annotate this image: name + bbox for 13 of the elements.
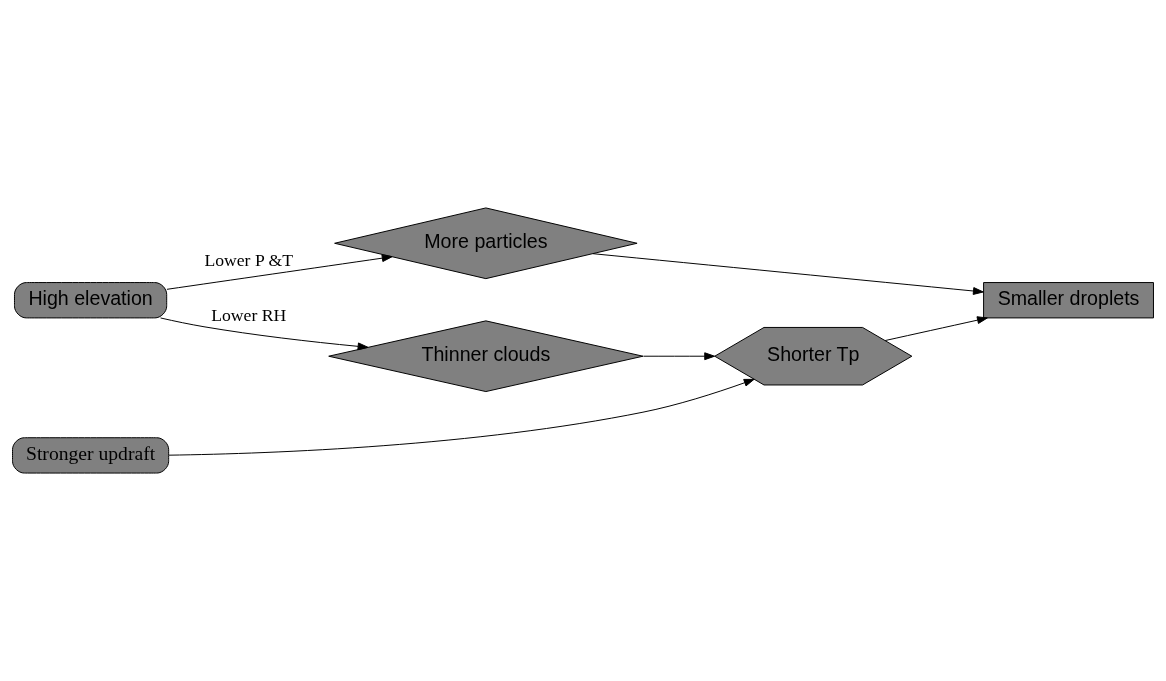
node-diamond: Thinner clouds <box>328 320 644 393</box>
node-box: High elevation <box>14 282 168 319</box>
arrow <box>592 253 984 295</box>
edge-label: Lower RH <box>211 305 287 326</box>
arrow <box>884 316 988 342</box>
edge-label: Lower P &T <box>204 250 293 271</box>
node-box: Stronger updraft <box>12 437 170 474</box>
node-diamond: More particles <box>334 207 638 280</box>
arrow <box>642 352 716 361</box>
arrow <box>166 254 393 290</box>
arrow <box>160 317 369 351</box>
node-box: Smaller droplets <box>983 282 1154 319</box>
arrow <box>168 378 755 456</box>
